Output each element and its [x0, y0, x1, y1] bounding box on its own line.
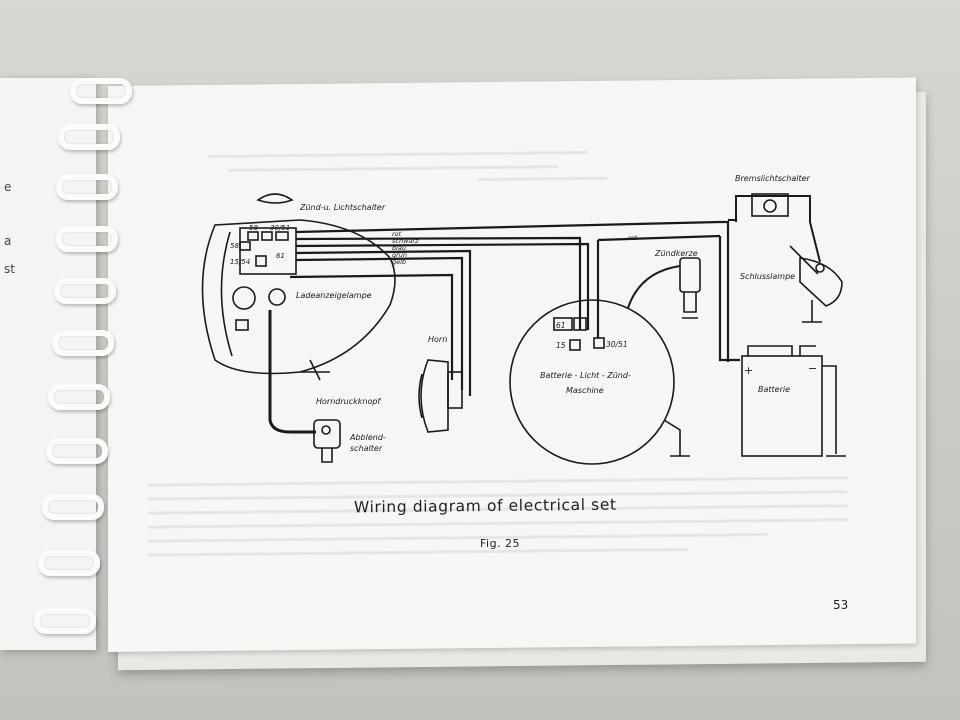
horn-button — [321, 425, 331, 435]
horn-body — [420, 359, 449, 433]
charge-lamp-bulb — [268, 288, 286, 306]
terminal-58-side: 58 — [230, 242, 239, 250]
label-brake-switch: Bremslichtschalter — [735, 174, 811, 183]
label-generator-1: Batterie - Licht - Zünd- — [540, 371, 631, 380]
terminal-30-51: 30/51 — [270, 224, 290, 232]
generator-ground — [663, 419, 690, 457]
terminal-61: 61 — [276, 252, 285, 260]
terminal-box — [275, 231, 289, 241]
label-tail-lamp: Schlusslampe — [740, 272, 795, 281]
label-wire-gruen: grün — [392, 251, 407, 259]
bleed-through-line — [148, 547, 688, 557]
gen-terminal — [569, 339, 581, 351]
bleed-through-line — [148, 518, 848, 529]
terminal-box — [239, 241, 251, 251]
label-wire-gelb: gelb — [392, 258, 406, 266]
label-battery-minus: − — [808, 362, 817, 375]
left-page-fragment-2: a — [4, 234, 12, 248]
tail-lamp-bulb — [815, 263, 825, 273]
generator-housing — [509, 299, 675, 465]
spark-plug-cap — [679, 257, 701, 293]
left-page-fragment-1: e — [4, 180, 12, 194]
brake-switch-body — [751, 193, 789, 217]
horn-button-housing — [313, 419, 341, 449]
wire-to-battery — [720, 220, 730, 362]
wire-blau — [295, 242, 590, 330]
label-generator-2: Maschine — [566, 386, 604, 395]
label-ignition-switch: Zünd-u. Lichtschalter — [299, 203, 386, 212]
label-battery-plus: + — [744, 364, 753, 377]
tail-lamp-wire — [789, 245, 819, 275]
wire-brake-switch — [735, 195, 821, 263]
terminal-box — [255, 255, 267, 267]
terminal-58-top: 58 — [249, 224, 258, 232]
terminal-box — [261, 231, 273, 241]
label-wire-schwarz: schwarz — [392, 237, 419, 245]
dimmer-lever — [321, 448, 333, 463]
figure-number: Fig. 25 — [480, 537, 521, 550]
label-dimmer-switch-2: schalter — [350, 444, 383, 453]
label-battery: Batterie — [758, 385, 790, 394]
spark-plug-lead — [627, 265, 681, 309]
battery-ground — [822, 365, 846, 457]
wire-ladeanzeige — [289, 273, 454, 380]
label-wire-rot-2: rot — [628, 234, 638, 242]
horn-grille — [418, 373, 423, 419]
headlamp-ground — [300, 359, 330, 381]
spark-plug-body — [682, 292, 698, 319]
gen-terminal-30-51: 30/51 — [606, 340, 628, 349]
brake-switch-contact — [763, 199, 777, 213]
battery-box — [741, 355, 823, 457]
label-spark-plug: Zündkerze — [654, 249, 698, 258]
wire-to-battery-2 — [718, 236, 740, 362]
terminal-box — [247, 231, 259, 241]
gen-terminal-15: 15 — [556, 341, 566, 350]
label-charge-lamp: Ladeanzeigelampe — [296, 291, 372, 300]
bleed-through-line — [148, 533, 768, 543]
label-horn: Horn — [428, 335, 447, 344]
wire-rot — [295, 220, 721, 234]
terminal-15-54: 15/54 — [230, 258, 250, 266]
gen-terminal — [573, 317, 587, 331]
tail-lamp-ground — [802, 300, 822, 323]
headlamp-bulb — [232, 286, 256, 310]
figure-caption: Wiring diagram of electrical set — [353, 495, 617, 517]
wire-gruen — [295, 249, 472, 396]
gen-terminal-61: 61 — [556, 321, 566, 330]
ignition-switch-block — [239, 227, 297, 275]
handlebar-cable — [268, 310, 316, 434]
headlamp-socket — [235, 319, 249, 331]
left-page-fragment-3: st — [4, 262, 15, 276]
wire-gelb — [295, 256, 464, 390]
wire-rot-2 — [597, 234, 721, 242]
gen-terminal — [593, 337, 605, 349]
speedometer-cap — [256, 193, 294, 204]
label-horn-button: Horndruckknopf — [316, 397, 381, 406]
horn-terminals — [447, 371, 463, 409]
label-wire-blau: blau — [392, 244, 406, 252]
headlamp-lens — [220, 231, 233, 357]
left-page: e a st — [0, 78, 96, 650]
page-number: 53 — [833, 598, 849, 612]
tail-lamp — [799, 257, 843, 307]
battery-top — [747, 345, 816, 356]
label-wire-rot: rot — [392, 230, 402, 238]
wire-schwarz — [295, 236, 582, 330]
gen-terminal — [553, 317, 573, 331]
label-dimmer-switch-1: Abblend- — [349, 433, 386, 442]
wiring-diagram: Zünd-u. Lichtschalter Bremslichtschalter… — [201, 174, 846, 465]
